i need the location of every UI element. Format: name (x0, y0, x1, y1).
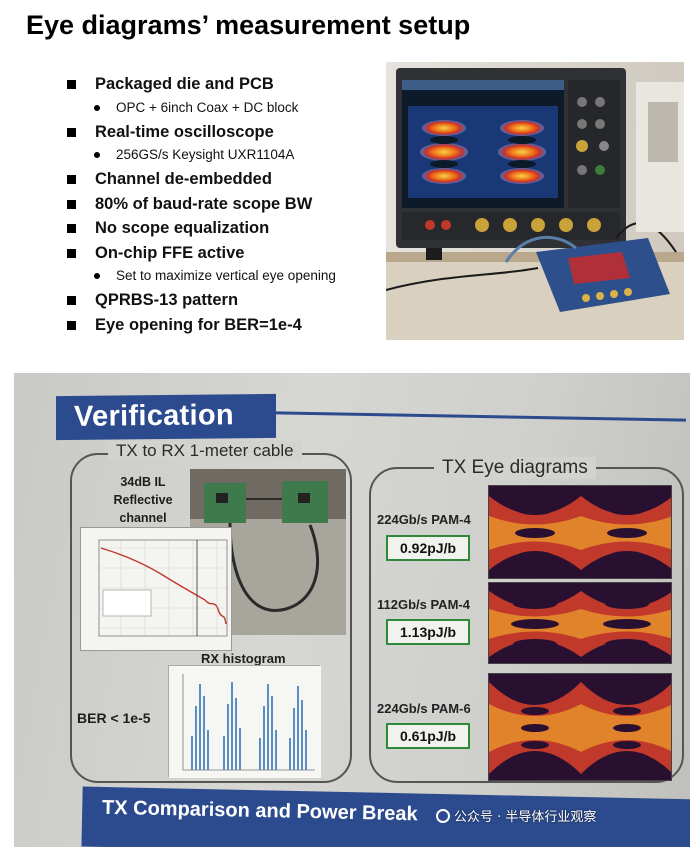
bullet-list: Packaged die and PCB OPC + 6inch Coax + … (62, 72, 382, 337)
rx-histogram-plot (168, 665, 321, 778)
eye-diagram-pam6-224g (488, 673, 672, 781)
verification-title: Verification (73, 399, 235, 433)
oscilloscope-photo (386, 62, 684, 340)
eye-diagram-pam4-112g (488, 582, 672, 664)
bullet-packaged-die: Packaged die and PCB (62, 72, 382, 97)
reflective-line: Reflective (113, 493, 173, 507)
eye-energy-1: 0.92pJ/b (386, 535, 470, 561)
channel-loss-label: 34dB IL Reflective channel (108, 473, 178, 527)
poster-photo: Verification TX to RX 1-meter cable 34dB… (14, 373, 690, 847)
eye-panel-title: TX Eye diagrams (434, 457, 596, 479)
bullet-oscilloscope: Real-time oscilloscope (62, 120, 382, 145)
bullet-ffe: On-chip FFE active (62, 241, 382, 266)
bullet-no-eq: No scope equalization (62, 216, 382, 241)
bullet-qprbs: QPRBS-13 pattern (62, 288, 382, 313)
channel-line: channel (119, 511, 167, 525)
bullet-de-embedded: Channel de-embedded (62, 167, 382, 192)
insertion-loss-plot (80, 527, 232, 651)
wechat-icon (436, 809, 450, 823)
eye-energy-2: 1.13pJ/b (386, 619, 470, 645)
sub-bullet-ffe: Set to maximize vertical eye opening (62, 265, 382, 286)
sub-bullet-opc: OPC + 6inch Coax + DC block (62, 97, 382, 118)
bullet-eye-opening: Eye opening for BER=1e-4 (62, 313, 382, 338)
bullet-scope-bw: 80% of baud-rate scope BW (62, 192, 382, 217)
slide-title: Eye diagrams’ measurement setup (26, 10, 471, 40)
il-line: 34dB IL (120, 475, 166, 489)
eye-diagram-pam4-224g (488, 485, 672, 579)
eye-rate-1: 224Gb/s PAM-4 (377, 512, 471, 527)
eye-energy-3: 0.61pJ/b (386, 723, 470, 749)
watermark: 公众号 · 半导体行业观察 (436, 806, 596, 825)
eye-rate-2: 112Gb/s PAM-4 (377, 597, 470, 612)
sub-bullet-keysight: 256GS/s Keysight UXR1104A (62, 144, 382, 165)
watermark-text: 公众号 · 半导体行业观察 (454, 810, 597, 825)
eye-rate-3: 224Gb/s PAM-6 (377, 701, 471, 716)
rx-histogram-title: RX histogram (201, 651, 286, 666)
cable-panel-title: TX to RX 1-meter cable (108, 441, 302, 461)
ber-label: BER < 1e-5 (77, 710, 151, 726)
